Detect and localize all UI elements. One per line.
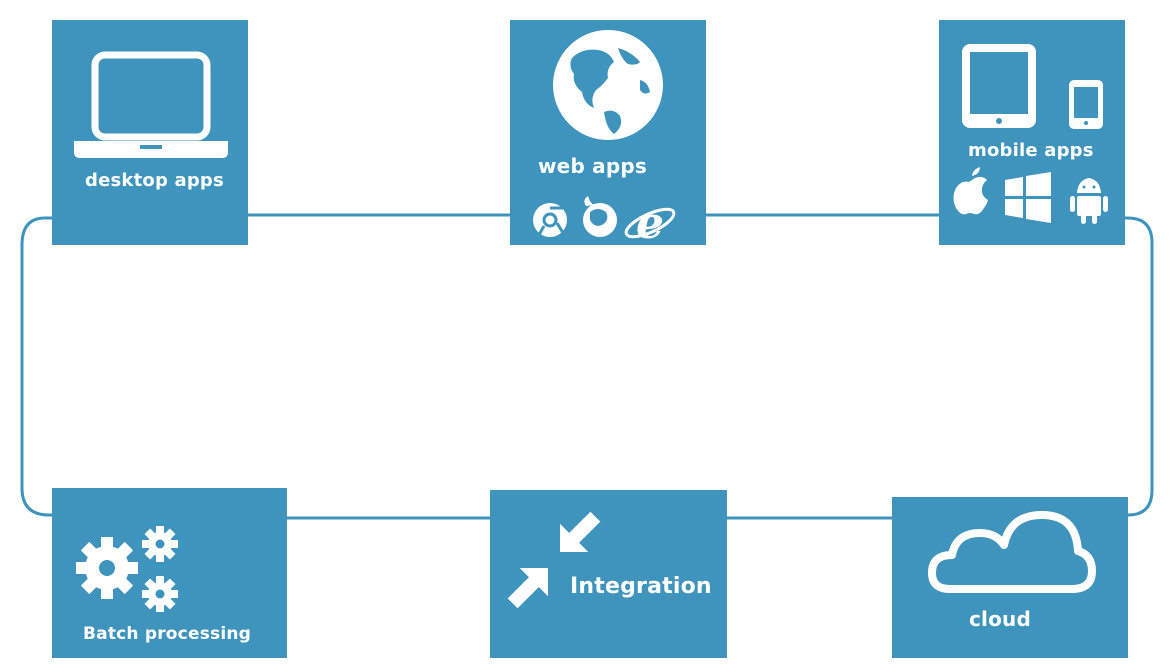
web-apps-label: web apps	[538, 154, 647, 178]
globe-icon	[553, 30, 663, 140]
integration-label: Integration	[570, 574, 712, 599]
desktop-apps-label: desktop apps	[85, 170, 224, 191]
firefox-icon	[583, 196, 617, 237]
tablet-icon	[962, 44, 1036, 128]
mobile-apps-label: mobile apps	[968, 140, 1094, 161]
laptop-icon	[74, 51, 228, 158]
tile-mobile-apps: mobile apps	[939, 20, 1125, 245]
gears-icon	[76, 526, 178, 612]
windows-icon	[1005, 172, 1051, 223]
svg-text:e: e	[636, 198, 664, 245]
batch-processing-label: Batch processing	[83, 624, 252, 644]
tile-batch-processing: Batch processing	[52, 488, 287, 658]
apple-icon	[953, 167, 988, 215]
cloud-icon	[928, 511, 1096, 593]
phone-icon	[1069, 80, 1103, 129]
chrome-icon	[533, 203, 567, 241]
tile-desktop-apps: desktop apps	[52, 20, 248, 245]
cloud-label: cloud	[969, 607, 1032, 631]
android-icon	[1070, 178, 1108, 224]
tile-web-apps: e web apps	[510, 20, 706, 245]
converging-arrows-icon	[507, 511, 601, 609]
tile-integration: Integration	[490, 490, 727, 658]
internet-explorer-icon: e	[624, 198, 676, 245]
tile-cloud: cloud	[892, 497, 1128, 658]
